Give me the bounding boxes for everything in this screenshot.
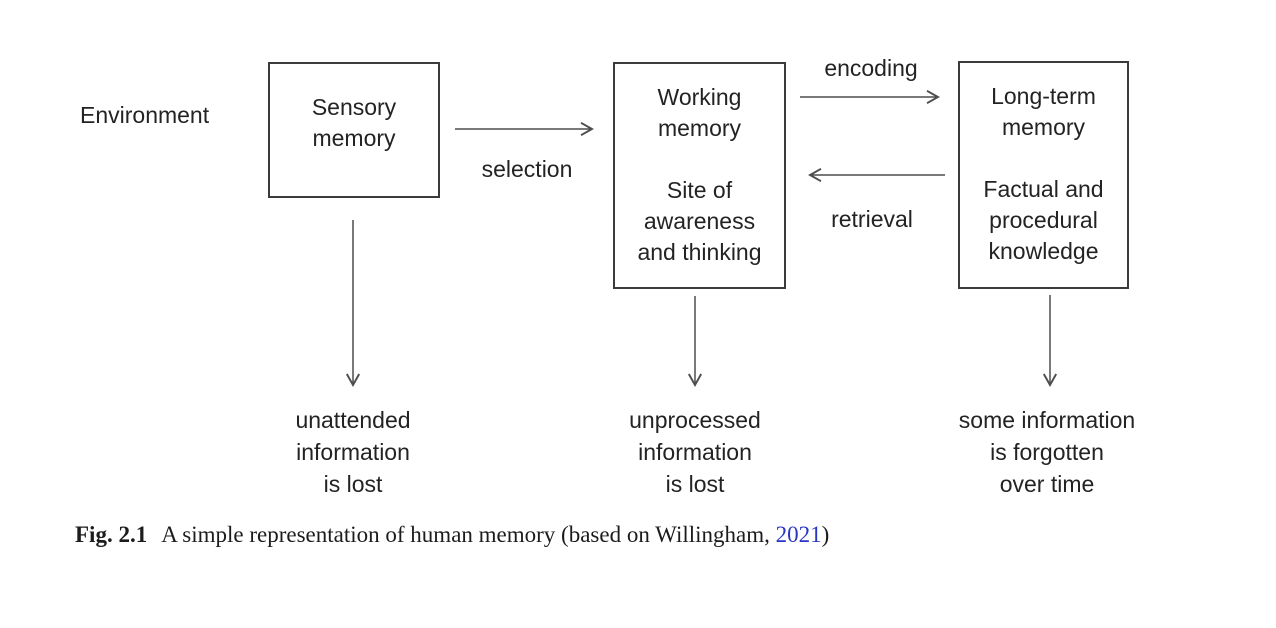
citation-year-link[interactable]: 2021 (775, 522, 822, 547)
selection-arrow-label: selection (481, 156, 573, 182)
working-loss-label: unprocessed information is lost (629, 407, 761, 497)
long-term-loss-label: some information is forgotten over time (958, 407, 1136, 497)
figure-caption: Fig. 2.1 A simple representation of human… (75, 522, 829, 548)
long-term-memory-box-subtitle: Factual and procedural knowledge (983, 176, 1104, 264)
long-term-memory-box: Long-term memory Factual and procedural … (958, 61, 1129, 289)
working-memory-box-subtitle: Site of awareness and thinking (637, 177, 762, 265)
figure-number: Fig. 2.1 (75, 522, 148, 547)
long-term-memory-box-title: Long-term memory (991, 83, 1096, 140)
sensory-memory-box: Sensory memory (268, 62, 440, 198)
caption-suffix: ) (821, 522, 830, 547)
encoding-arrow-label: encoding (824, 55, 918, 81)
sensory-loss-label: unattended information is lost (295, 407, 411, 497)
environment-label: Environment (80, 102, 210, 128)
working-memory-box-title: Working memory (657, 84, 742, 141)
caption-text: A simple representation of human memory … (161, 522, 776, 547)
sensory-memory-box-title: Sensory memory (311, 94, 397, 151)
working-memory-box: Working memory Site of awareness and thi… (613, 62, 786, 289)
retrieval-arrow-label: retrieval (831, 206, 913, 232)
